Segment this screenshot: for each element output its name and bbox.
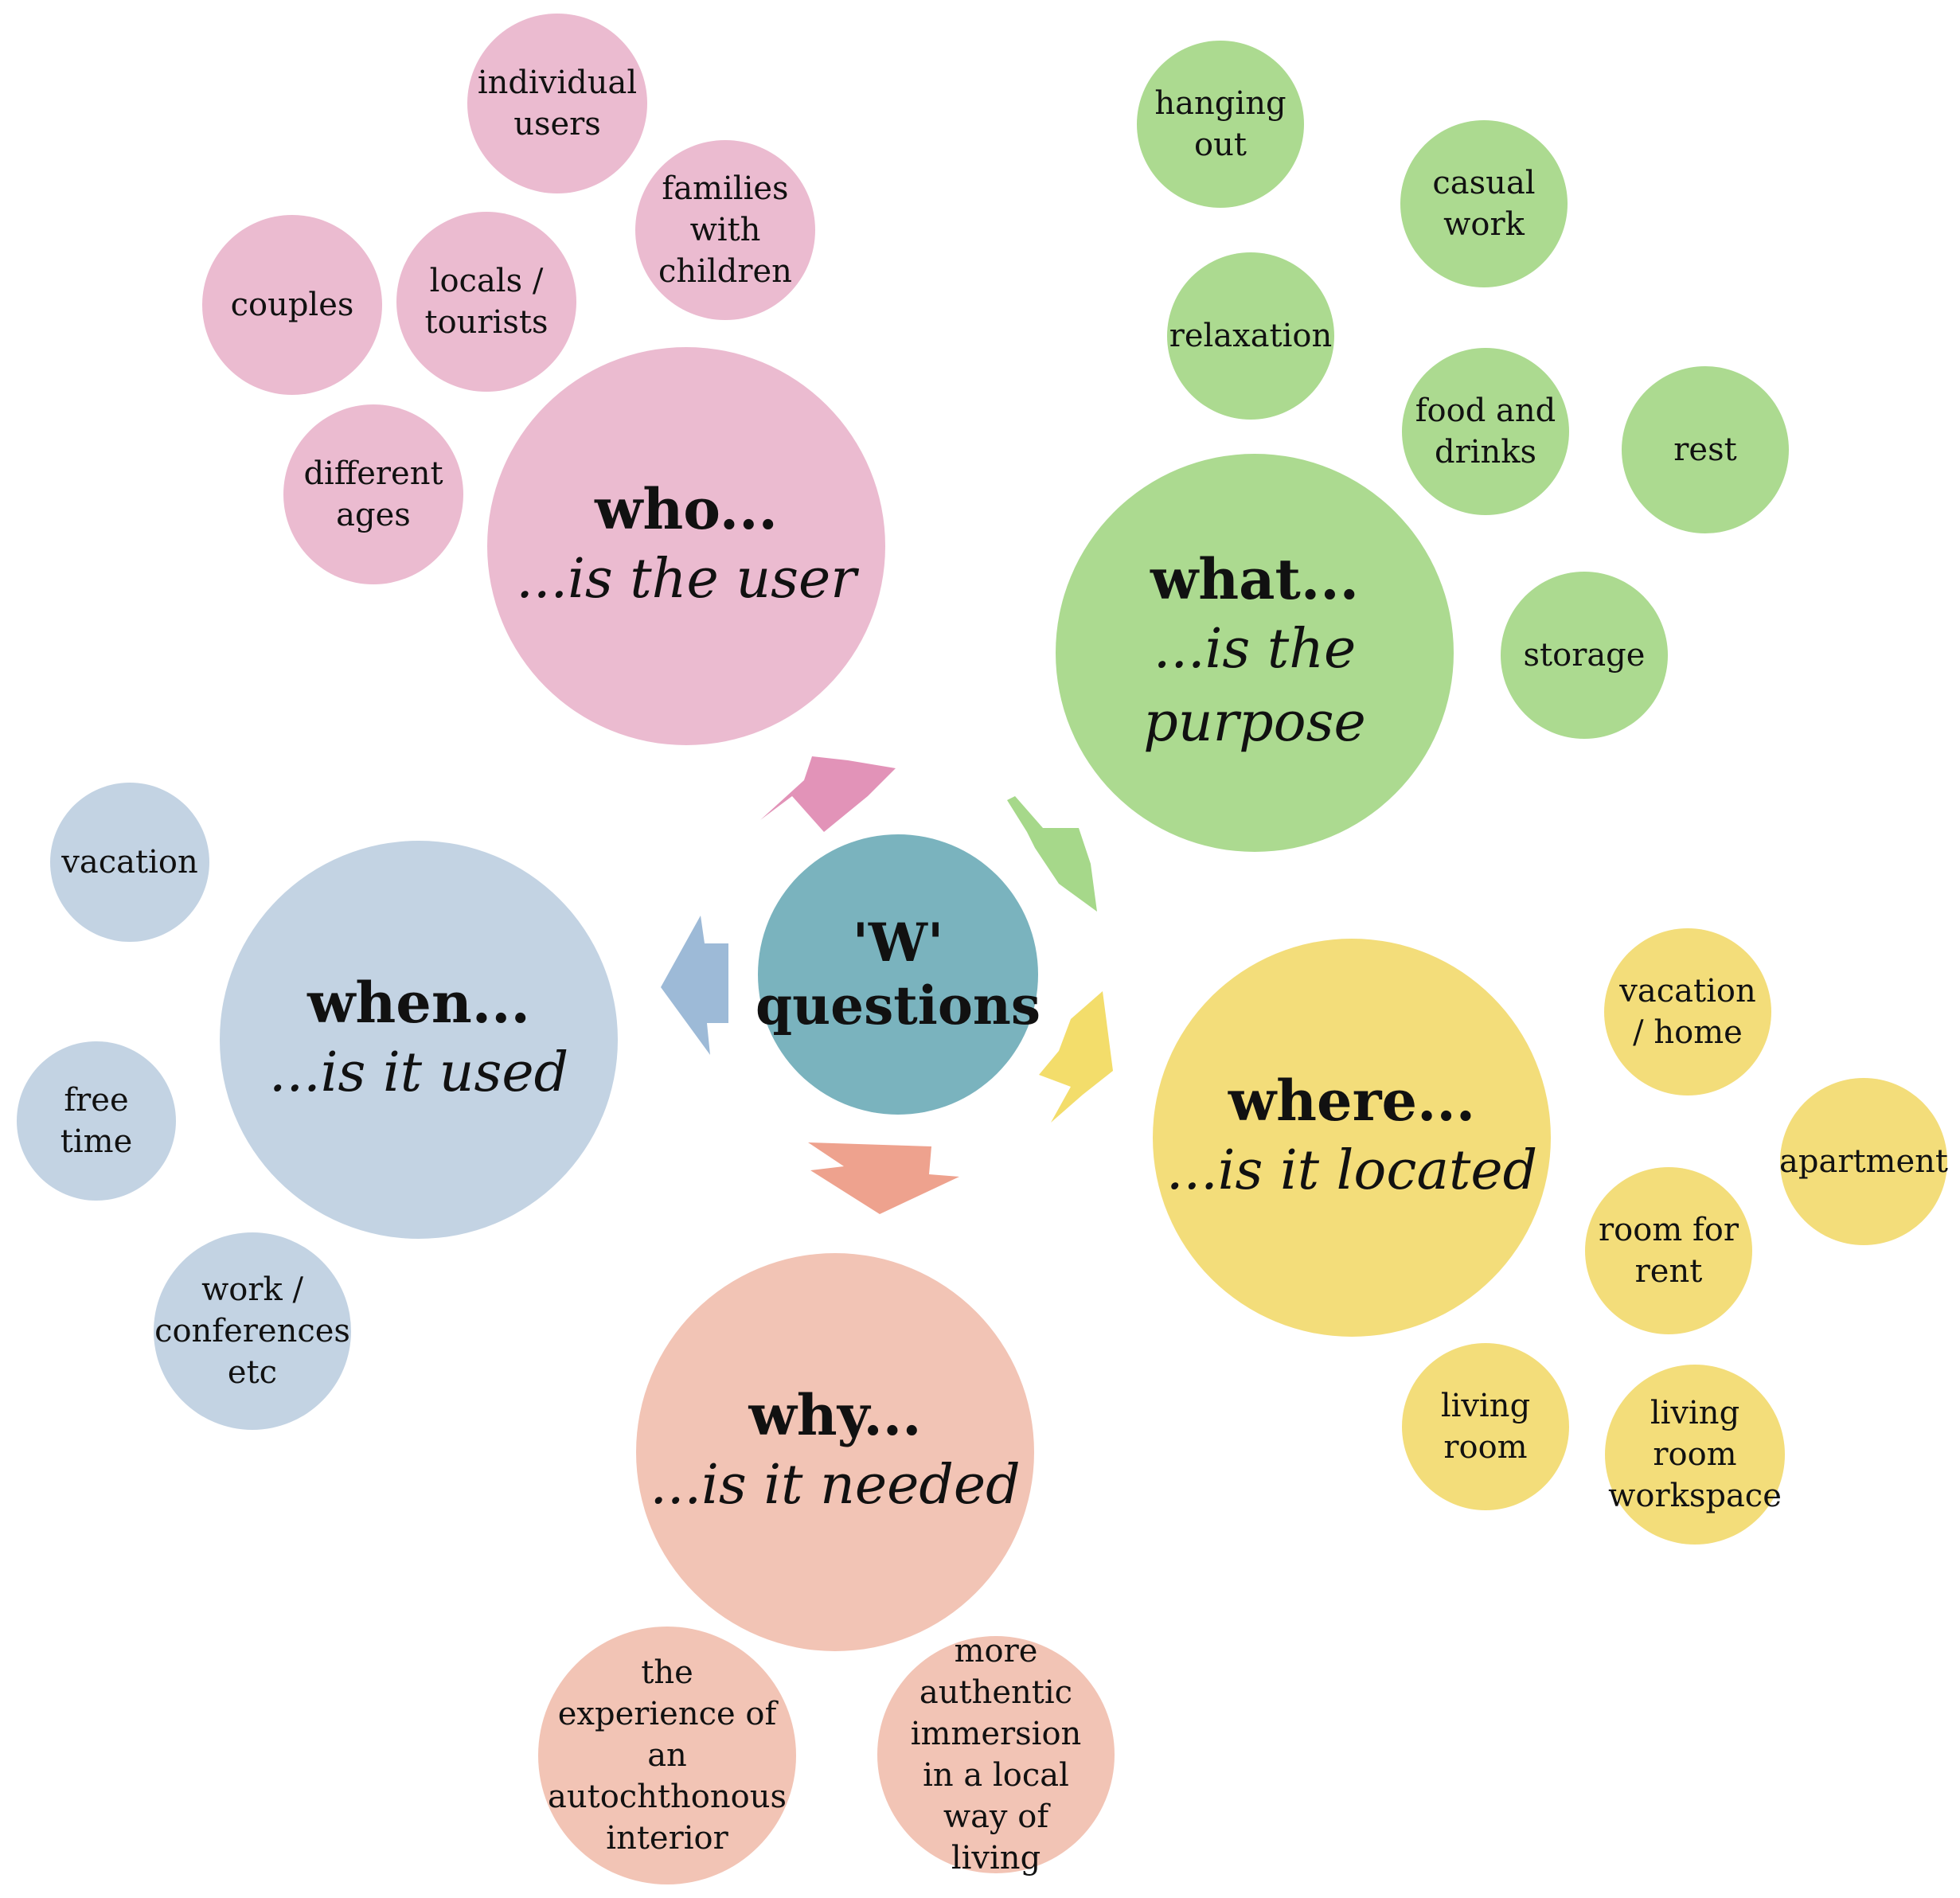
why-bubble: why... ...is it needed xyxy=(636,1253,1034,1651)
who-bubble: who... ...is the user xyxy=(487,347,885,745)
where-item-apartment: apartment xyxy=(1779,1078,1948,1245)
what-subtitle-2: purpose xyxy=(1143,691,1366,754)
where-item-living-room: living room xyxy=(1402,1343,1569,1510)
when-subtitle: ...is it used xyxy=(268,1041,569,1105)
who-item-couples: couples xyxy=(202,215,382,395)
where-subtitle: ...is it located xyxy=(1165,1139,1538,1203)
arrow-to-where xyxy=(1039,991,1113,1123)
center-line2: questions xyxy=(755,974,1041,1037)
what-item-storage: storage xyxy=(1501,572,1668,739)
when-bubble: when... ...is it used xyxy=(220,841,618,1239)
why-item-autochthonous-interior: the experience of an autochthonous inter… xyxy=(538,1627,796,1884)
where-item-vacation-home: vacation / home xyxy=(1604,928,1771,1095)
where-title: where... xyxy=(1228,1068,1476,1135)
who-title: who... xyxy=(595,476,778,543)
what-item-food-and-drinks: food and drinks xyxy=(1402,348,1569,515)
what-title: what... xyxy=(1150,546,1359,613)
what-bubble: what... ...is the purpose xyxy=(1056,454,1454,852)
center-line1: 'W' xyxy=(852,911,944,974)
where-bubble: where... ...is it located xyxy=(1153,939,1551,1337)
where-item-room-for-rent: room for rent xyxy=(1585,1167,1752,1334)
why-subtitle: ...is it needed xyxy=(650,1454,1021,1517)
who-item-locals-tourists: locals / tourists xyxy=(396,212,576,392)
who-subtitle: ...is the user xyxy=(516,548,857,611)
arrow-to-when xyxy=(661,916,728,1055)
what-item-rest: rest xyxy=(1622,366,1789,533)
who-item-different-ages: different ages xyxy=(283,404,463,584)
when-item-work-conferences: work / conferences etc xyxy=(154,1232,351,1430)
when-title: when... xyxy=(307,970,530,1037)
who-item-families: families with children xyxy=(635,140,815,320)
where-item-living-room-workspace: living room workspace xyxy=(1605,1365,1785,1545)
who-item-individual-users: individual users xyxy=(467,14,647,193)
what-subtitle-1: ...is the xyxy=(1153,618,1357,681)
center-bubble: 'W' questions xyxy=(755,834,1041,1115)
why-title: why... xyxy=(748,1382,922,1449)
arrow-to-who xyxy=(760,756,896,832)
when-item-free-time: free time xyxy=(17,1041,176,1201)
arrow-to-what xyxy=(1007,796,1097,912)
why-item-authentic-immersion: more authentic immersion in a local way … xyxy=(877,1633,1115,1877)
arrow-to-why xyxy=(808,1142,959,1214)
when-item-vacation: vacation xyxy=(50,783,209,942)
what-item-relaxation: relaxation xyxy=(1167,252,1334,420)
what-item-hanging-out: hanging out xyxy=(1137,41,1304,208)
what-item-casual-work: casual work xyxy=(1400,120,1568,287)
